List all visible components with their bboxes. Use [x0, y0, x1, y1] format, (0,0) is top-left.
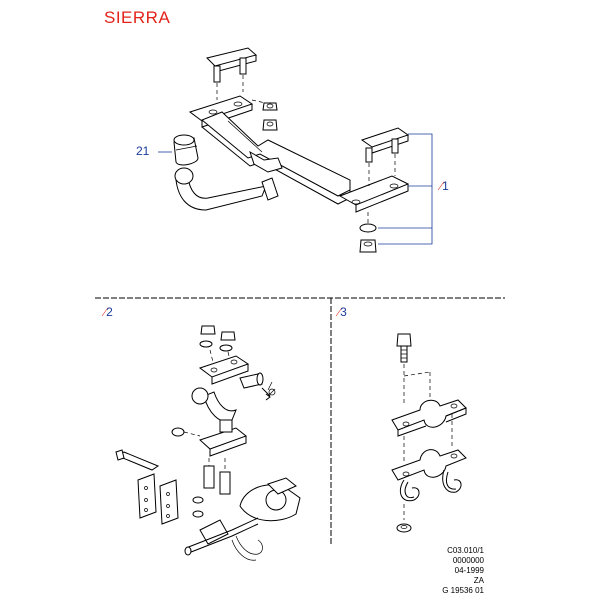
reference-line: ZA	[473, 576, 484, 585]
callout-part-21: 21	[136, 144, 150, 158]
reference-code-block: C03.010/1 0000000 04-1999 ZA G 19536 01	[404, 546, 484, 596]
marker-1-number: 1	[442, 179, 449, 193]
reference-line: 0000000	[452, 556, 484, 565]
reference-line: G 19536 01	[442, 586, 484, 595]
callout-marker-2: ⁄2	[104, 304, 113, 319]
main-towbar-assembly	[173, 47, 410, 253]
reference-line: 04-1999	[454, 566, 484, 575]
panel-2-assembly	[115, 325, 301, 561]
panel-3-assembly	[391, 333, 467, 533]
reference-line: C03.010/1	[447, 546, 484, 555]
marker-3-number: 3	[340, 305, 347, 319]
marker-2-number: 2	[106, 305, 113, 319]
callout-marker-1: ⁄1	[440, 178, 449, 193]
model-title: SIERRA	[104, 8, 171, 27]
callout-marker-3: ⁄3	[338, 304, 347, 319]
